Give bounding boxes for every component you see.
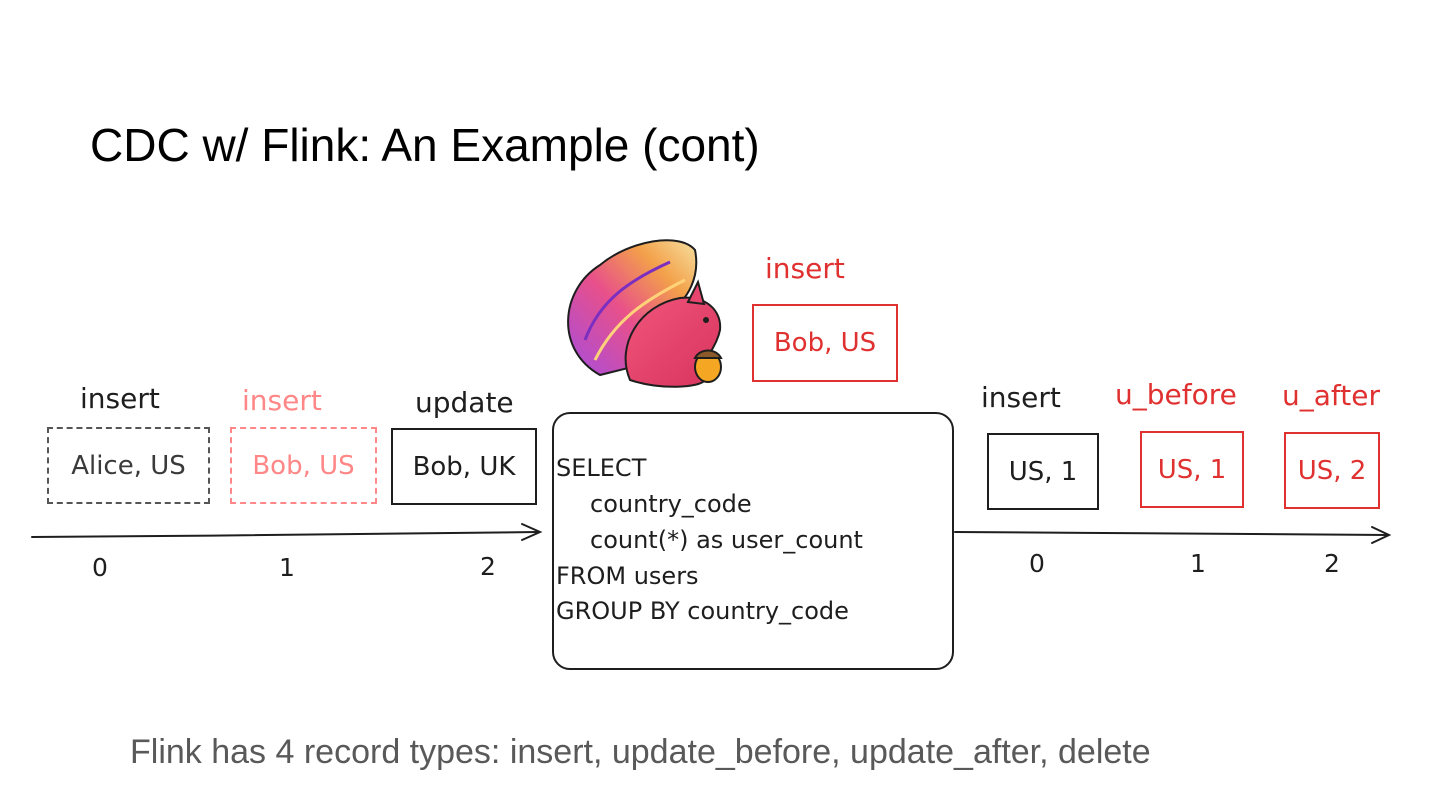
output-record-1: US, 1 — [1140, 431, 1244, 508]
output-index-1: 1 — [1190, 549, 1206, 578]
output-index-2: 2 — [1324, 549, 1340, 578]
sql-line-select: SELECT — [556, 454, 646, 482]
output-record-value-1: US, 1 — [1158, 455, 1227, 485]
output-op-label-2: u_after — [1282, 379, 1380, 412]
generated-record: Bob, US — [752, 304, 898, 382]
generated-op-label: insert — [765, 252, 845, 285]
sql-line-group-by: GROUP BY country_code — [556, 597, 849, 625]
generated-record-value: Bob, US — [774, 328, 876, 358]
sql-line-aggregate: count(*) as user_count — [590, 526, 863, 554]
output-record-value-2: US, 2 — [1298, 456, 1367, 486]
output-record-2: US, 2 — [1284, 432, 1380, 509]
output-op-label-1: u_before — [1115, 378, 1237, 411]
sql-line-from: FROM users — [556, 562, 699, 590]
output-op-label-0: insert — [981, 381, 1061, 414]
output-record-0: US, 1 — [987, 433, 1099, 510]
footnote-text: Flink has 4 record types: insert, update… — [130, 733, 1151, 772]
output-record-value-0: US, 1 — [1009, 457, 1078, 487]
output-index-0: 0 — [1029, 549, 1045, 578]
sql-line-column: country_code — [590, 490, 752, 518]
